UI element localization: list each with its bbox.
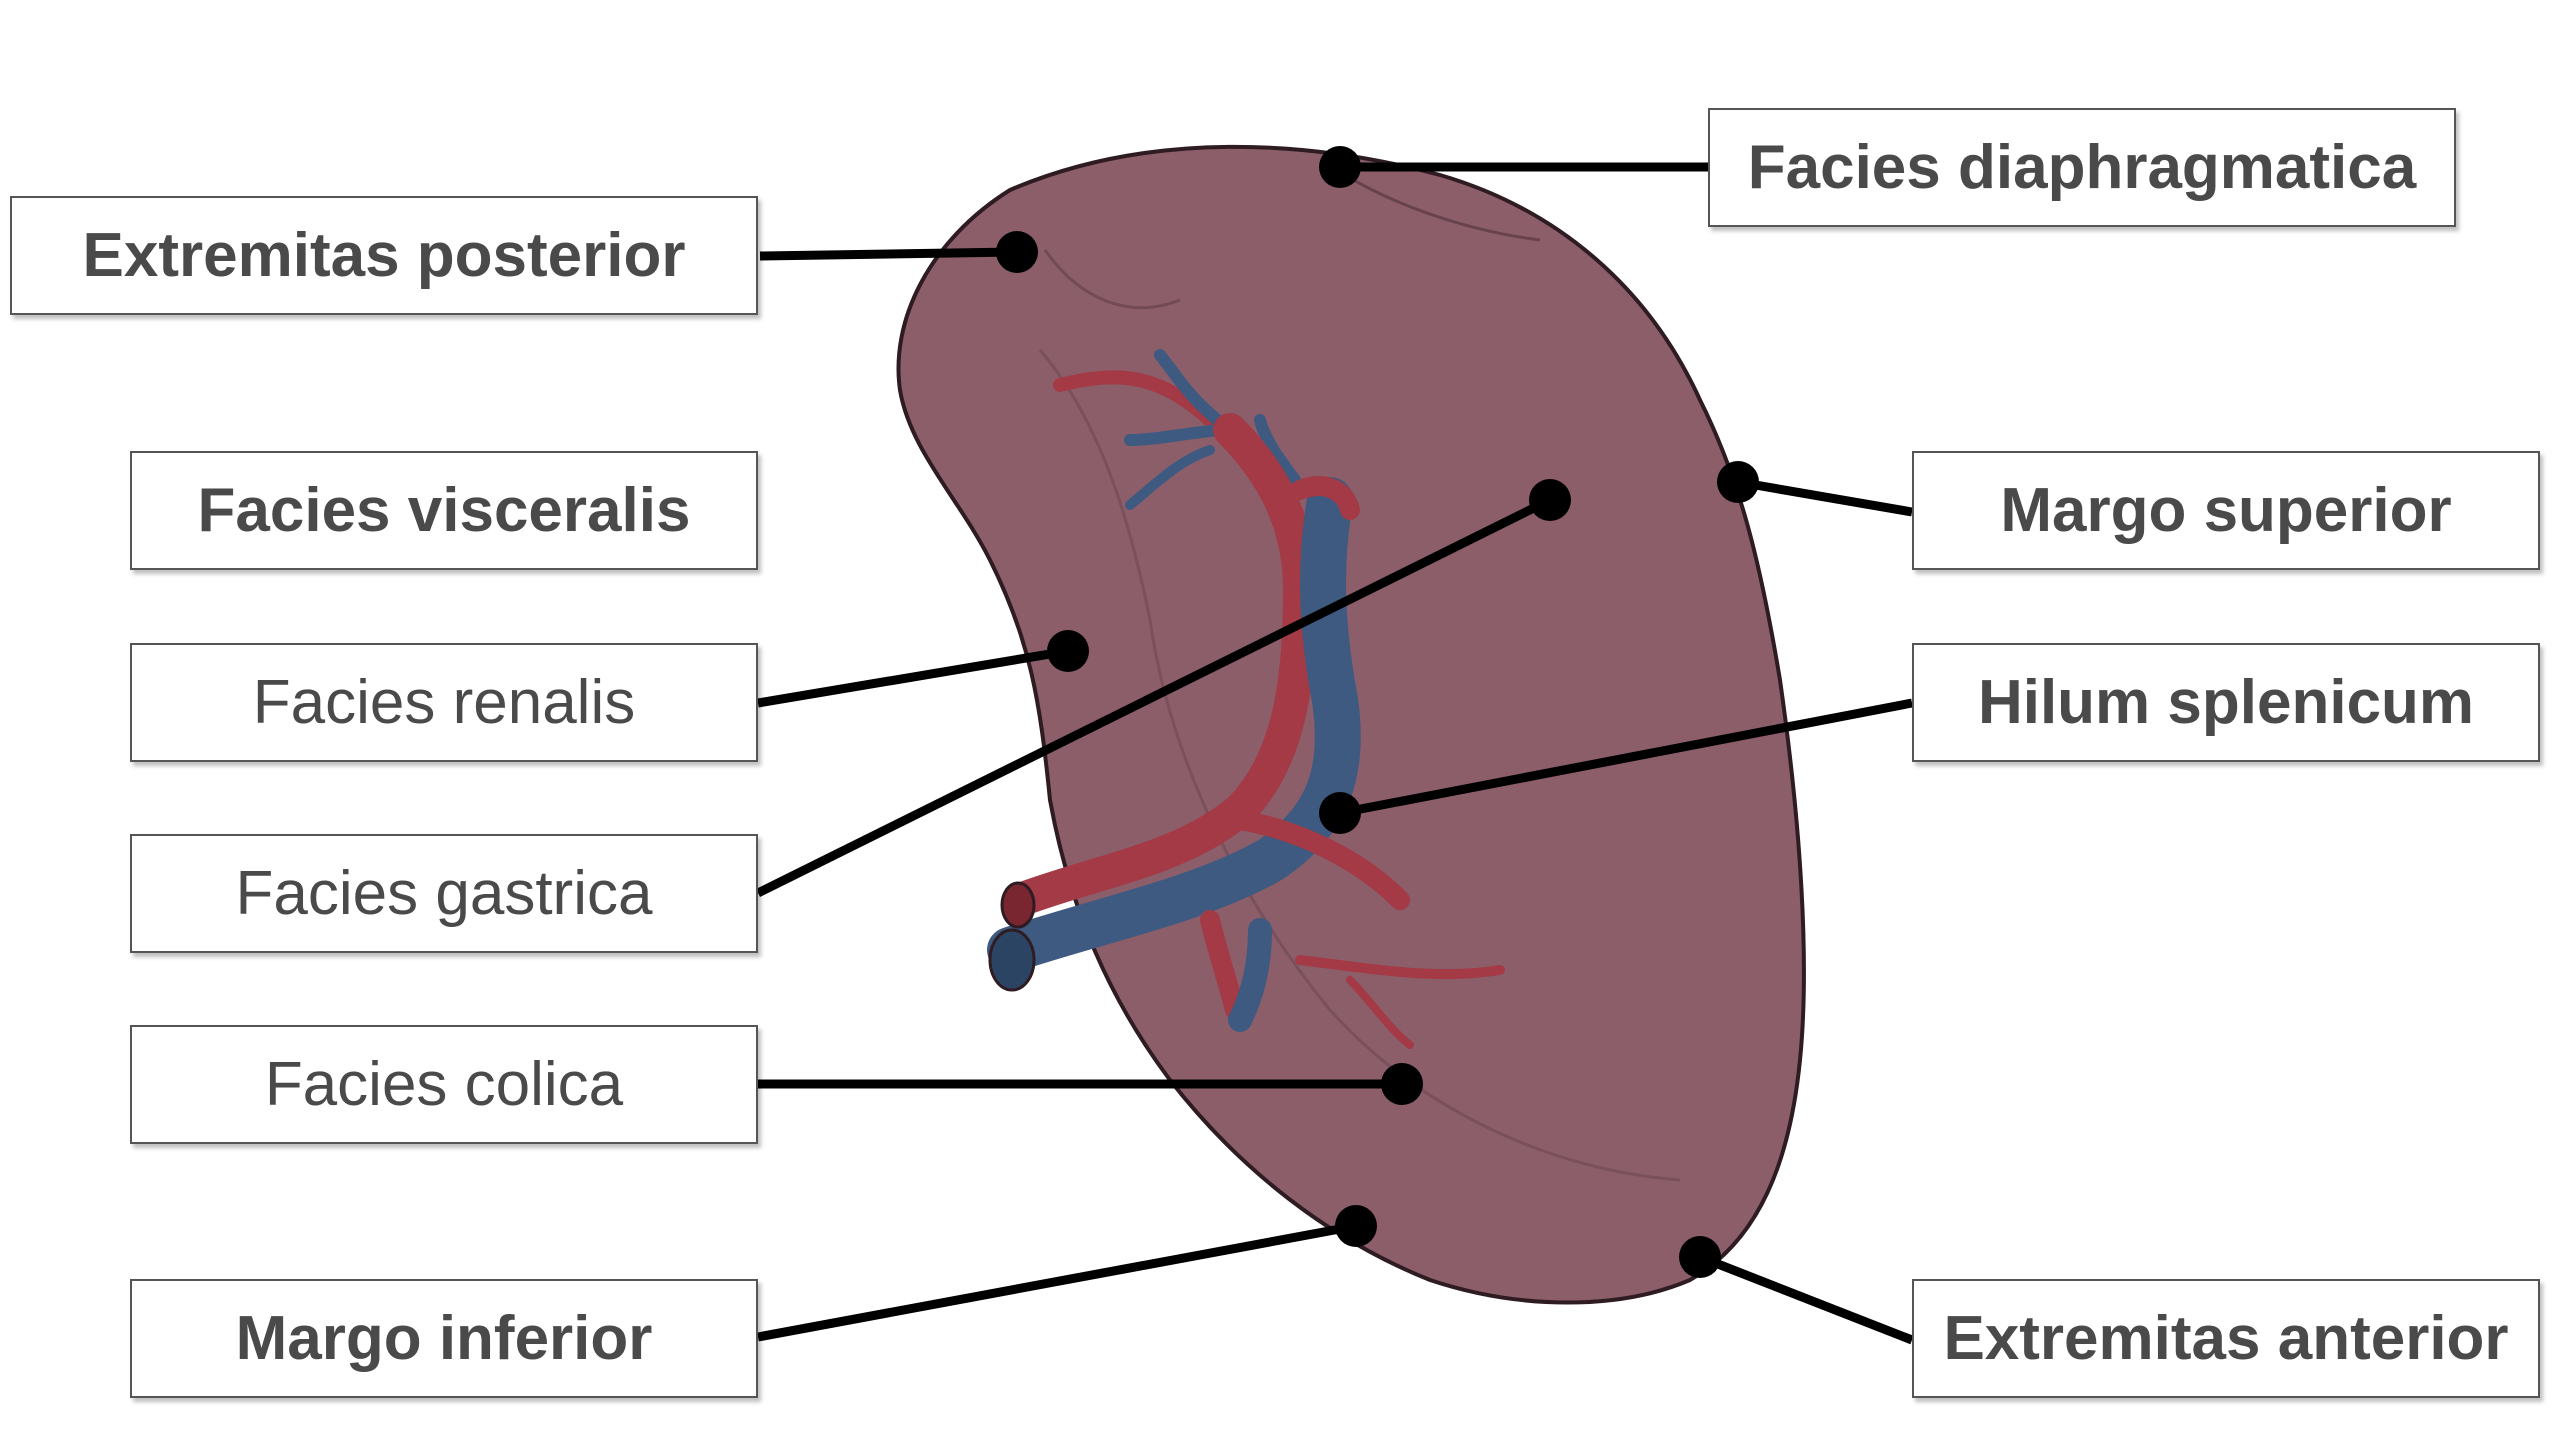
label-facies-renalis: Facies renalis	[130, 643, 758, 762]
dot-margo-inferior	[1335, 1205, 1377, 1247]
label-text: Margo superior	[2000, 476, 2452, 545]
label-facies-diaphragmatica: Facies diaphragmatica	[1708, 108, 2456, 227]
label-facies-visceralis: Facies visceralis	[130, 451, 758, 570]
label-text: Hilum splenicum	[1977, 668, 2475, 737]
leader-margo-inferior	[757, 1221, 1357, 1342]
leader-facies-gastrica	[755, 495, 1553, 898]
label-text: Extremitas anterior	[1943, 1304, 2509, 1373]
leader-facies-renalis	[757, 646, 1069, 708]
label-text: Facies diaphragmatica	[1747, 133, 2417, 202]
dot-extremitas-posterior	[996, 231, 1038, 273]
dot-facies-colica	[1381, 1063, 1423, 1105]
leader-extremitas-anterior	[1698, 1252, 1914, 1345]
leader-margo-superior	[1737, 477, 1913, 517]
dot-margo-superior	[1717, 461, 1759, 503]
leader-lines	[755, 162, 1914, 1345]
leader-extremitas-posterior	[759, 247, 1016, 261]
dot-hilum-splenicum	[1319, 792, 1361, 834]
label-extremitas-anterior: Extremitas anterior	[1912, 1279, 2540, 1398]
dot-extremitas-anterior	[1679, 1236, 1721, 1278]
label-extremitas-posterior: Extremitas posterior	[10, 196, 758, 315]
label-margo-inferior: Margo inferior	[130, 1279, 758, 1398]
label-hilum-splenicum: Hilum splenicum	[1912, 643, 2540, 762]
dot-facies-diaphragmatica	[1319, 146, 1361, 188]
label-text: Facies colica	[264, 1050, 624, 1119]
leader-dots	[996, 146, 1759, 1278]
spleen-fold-left	[1043, 249, 1181, 310]
label-text: Facies gastrica	[235, 859, 653, 928]
label-text: Margo inferior	[235, 1304, 653, 1373]
label-text: Extremitas posterior	[82, 221, 686, 290]
label-facies-colica: Facies colica	[130, 1025, 758, 1144]
dot-facies-renalis	[1047, 630, 1089, 672]
leader-hilum-splenicum	[1339, 698, 1913, 818]
label-text: Facies renalis	[252, 668, 636, 737]
label-text: Facies visceralis	[197, 476, 691, 545]
label-facies-gastrica: Facies gastrica	[130, 834, 758, 953]
spleen-shading	[1038, 349, 1681, 1182]
dot-facies-gastrica	[1529, 479, 1571, 521]
label-margo-superior: Margo superior	[1912, 451, 2540, 570]
